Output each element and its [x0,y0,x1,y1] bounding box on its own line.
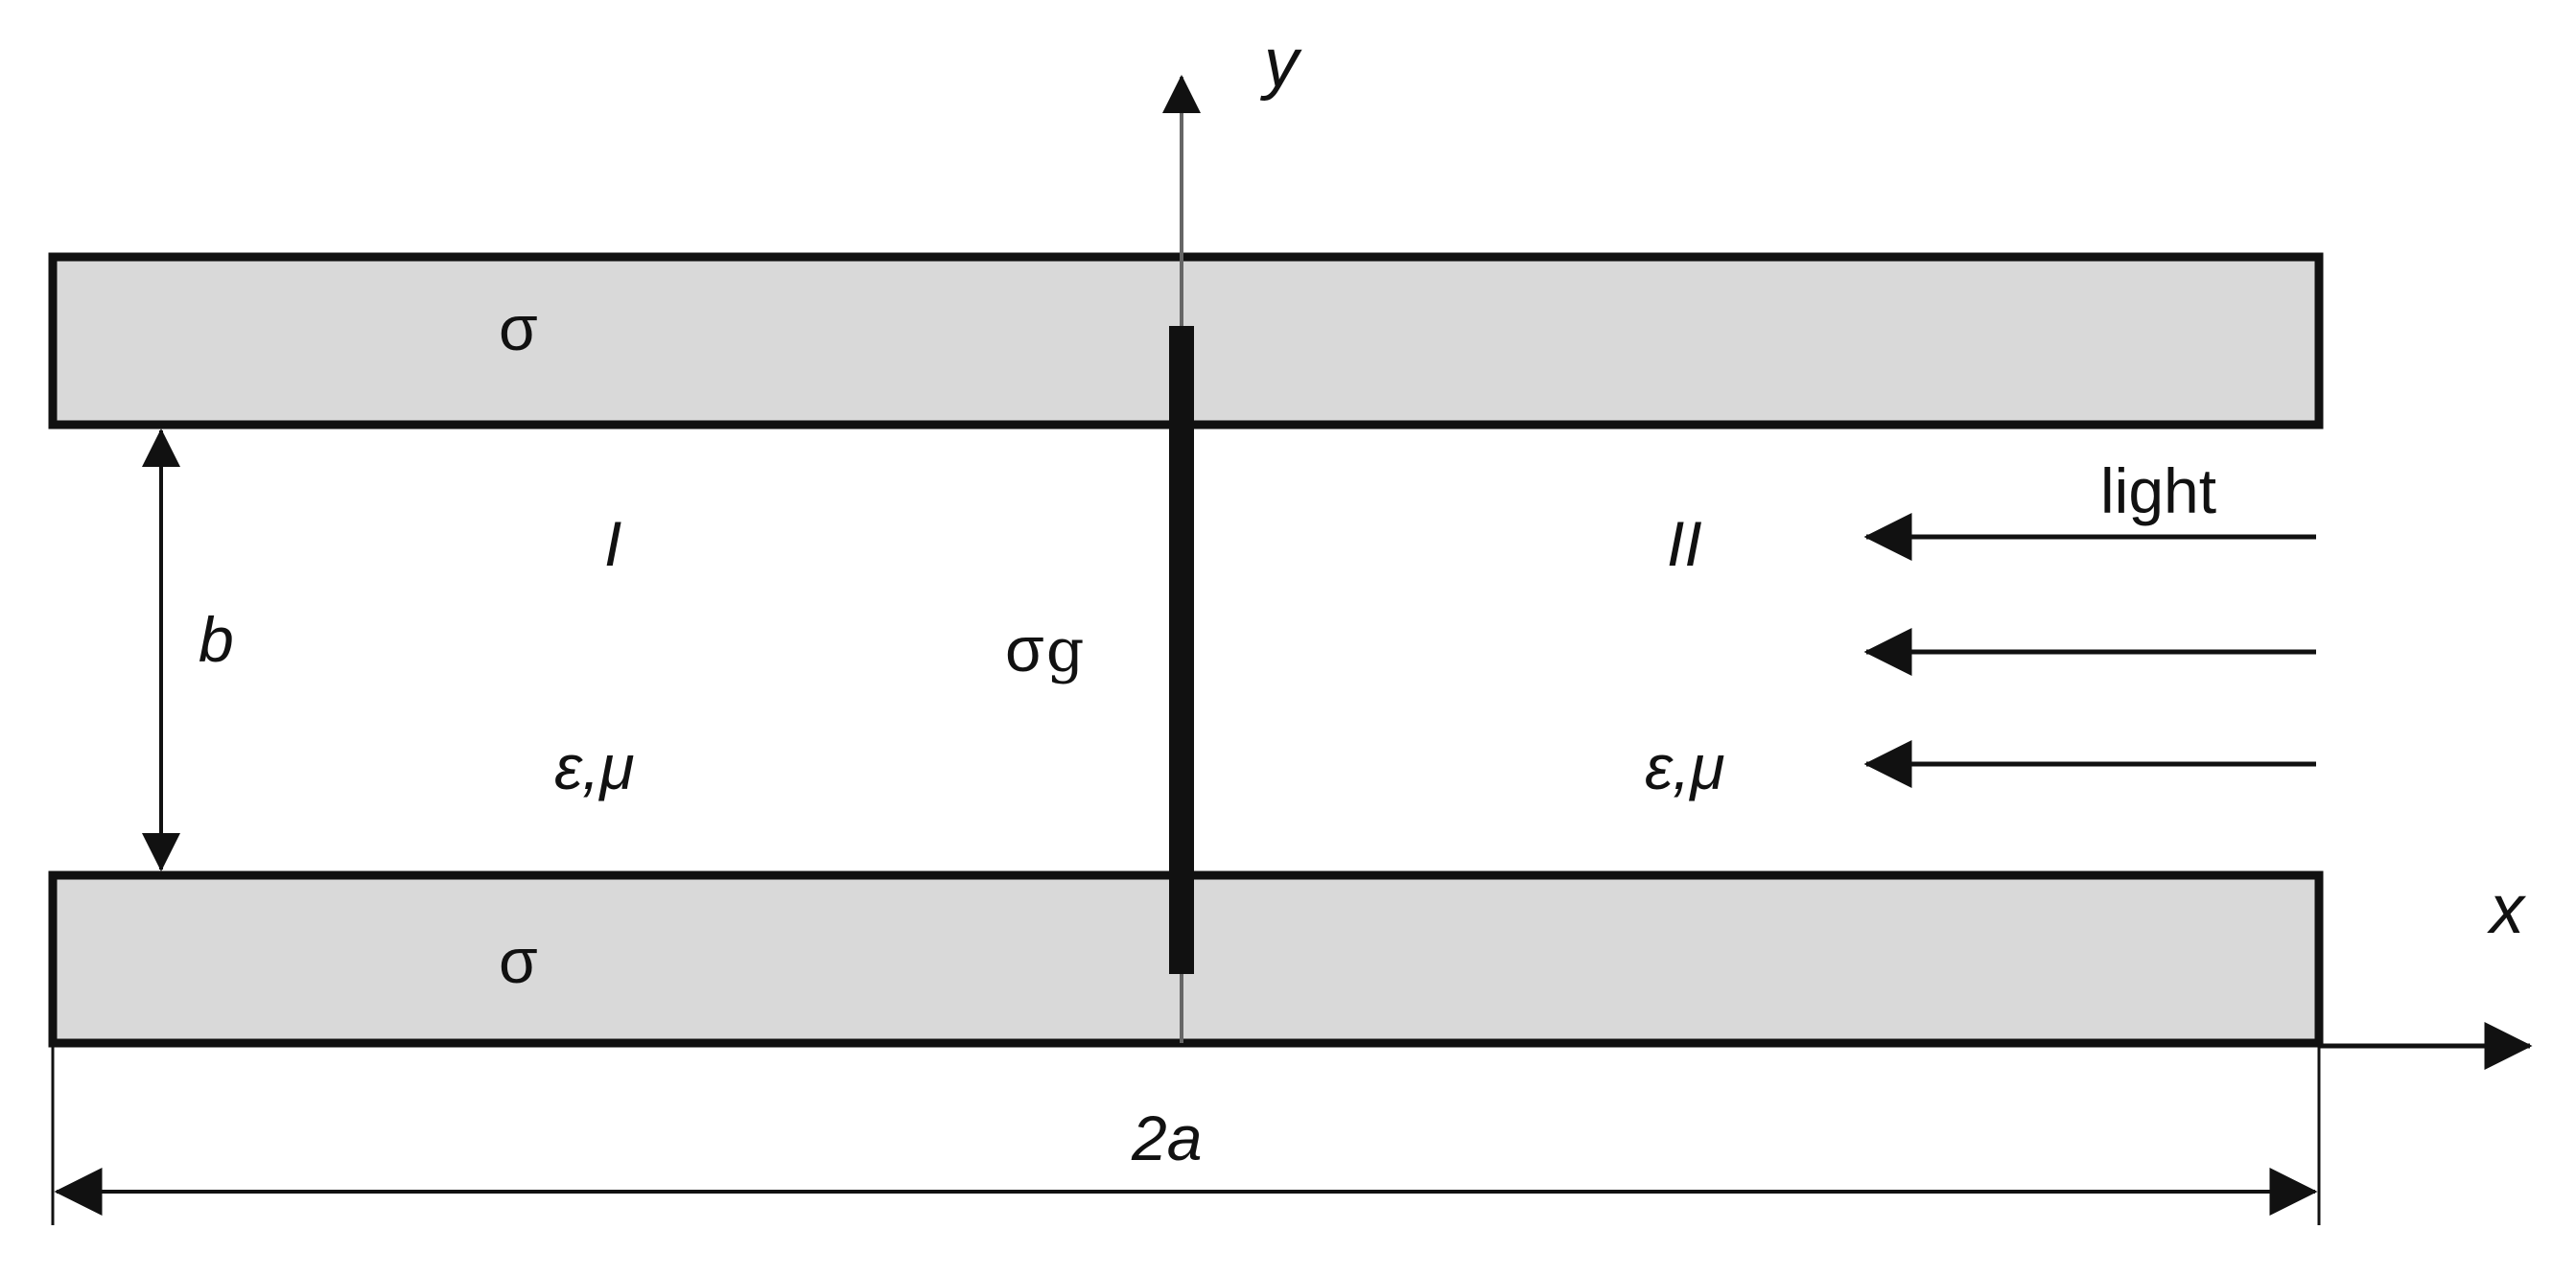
region-left-label: I [604,508,621,579]
graphene-sheet [1169,326,1194,974]
region-left-medium: ε,μ [554,731,635,802]
top-plate-sigma-label: σ [499,292,538,363]
bottom-plate-sigma-label: σ [499,925,538,996]
graphene-sigma-main: σ [1005,614,1044,684]
light-label: light [2100,455,2216,526]
graphene-sigma-label: σg [1005,614,1084,685]
region-right-label: II [1667,508,1702,579]
length-dimension-label: 2a [1131,1102,1202,1173]
gap-dimension-label: b [199,604,234,675]
region-right-medium: ε,μ [1645,731,1725,802]
graphene-sigma-subscript: g [1046,615,1085,685]
y-axis-label: y [1259,25,1302,102]
x-axis-label: x [2487,871,2527,948]
